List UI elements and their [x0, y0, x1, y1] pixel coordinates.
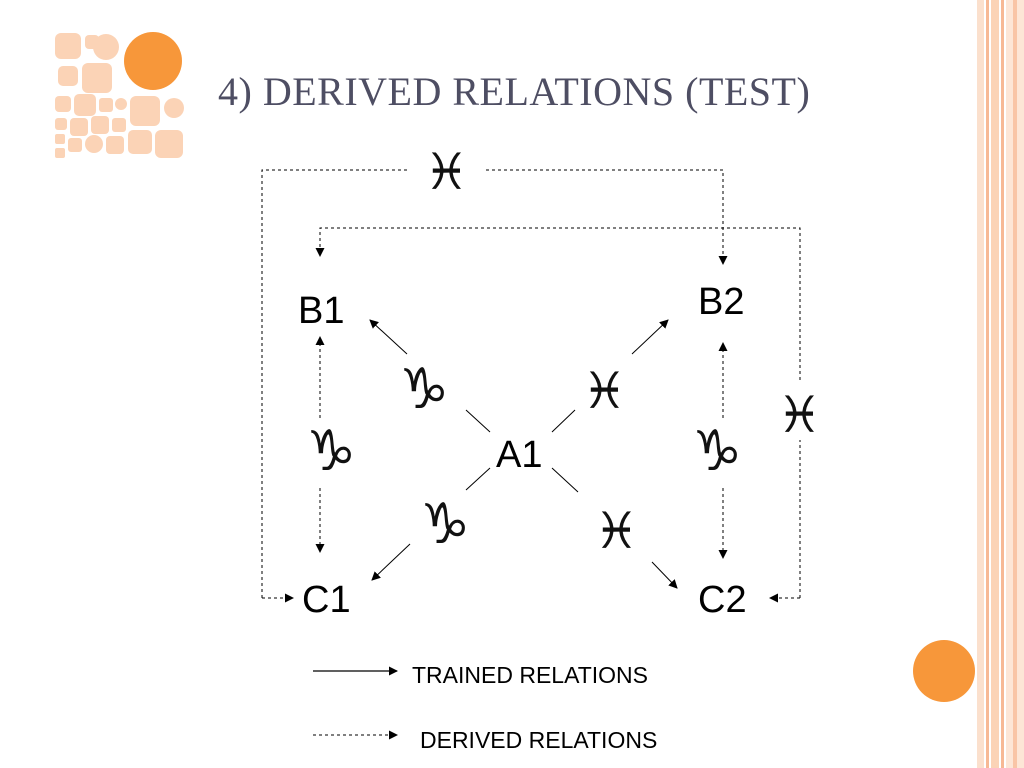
derived-right-outer-line	[320, 227, 801, 598]
symbol-b2-c2-capricorn: ♑	[692, 419, 743, 484]
symbol-b1-c1-capricorn: ♑	[306, 419, 357, 484]
symbol-a1-c2-pisces: ♓	[594, 502, 639, 560]
symbol-a1-b2-pisces: ♓	[582, 362, 627, 420]
node-c1: C1	[302, 579, 351, 621]
legend-trained-label: TRAINED RELATIONS	[412, 662, 648, 688]
trained-a1-c2-tail	[551, 467, 579, 493]
trained-a1-b1	[369, 319, 408, 355]
mosaic-squares-logo	[55, 32, 184, 158]
node-b2: B2	[698, 281, 745, 323]
trained-a1-c1-tail	[465, 467, 491, 491]
orange-circle	[913, 640, 975, 702]
node-c2: C2	[698, 579, 747, 621]
symbol-outer-right-pisces: ♓	[777, 386, 822, 444]
symbol-top-pisces: ♓	[424, 143, 469, 201]
node-a1: A1	[496, 434, 543, 476]
node-b1: B1	[298, 290, 345, 332]
trained-a1-c1	[371, 543, 411, 581]
trained-a1-b2-tail	[551, 409, 576, 433]
derived-top-outer-line	[261, 169, 723, 598]
symbol-a1-c1-capricorn: ♑	[420, 492, 471, 557]
page-title: 4) DERIVED RELATIONS (TEST)	[218, 69, 811, 114]
legend-derived-label: DERIVED RELATIONS	[420, 727, 658, 753]
trained-a1-c2	[651, 561, 678, 589]
trained-a1-b2	[631, 319, 669, 355]
symbol-a1-b1-capricorn: ♑	[399, 357, 450, 422]
trained-a1-b1-tail	[465, 409, 491, 433]
